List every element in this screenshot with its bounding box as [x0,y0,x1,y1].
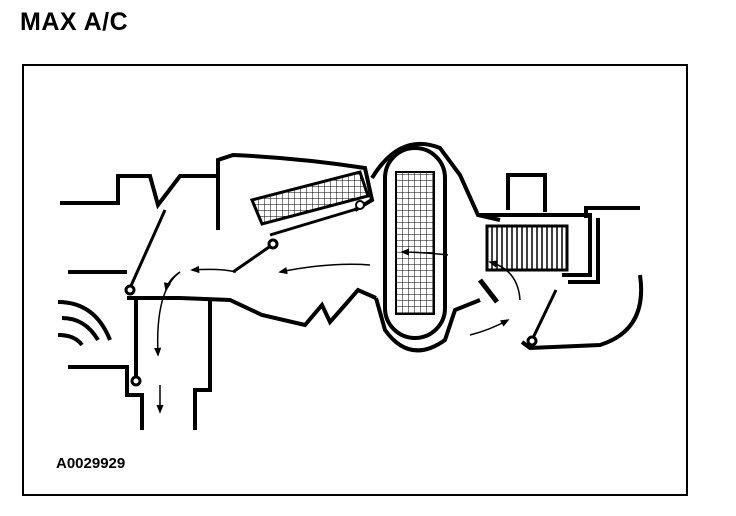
defrost-outlet [57,300,112,347]
diagram-frame [22,64,688,496]
figure-id: A0029929 [56,455,126,472]
airflow-arrows [154,248,521,414]
blend-doors [124,209,558,387]
heater-core [249,170,370,237]
evaporator-core [383,146,447,340]
duct-housing [60,141,644,430]
page-title: MAX A/C [20,8,129,36]
blower-wheel [485,224,569,272]
